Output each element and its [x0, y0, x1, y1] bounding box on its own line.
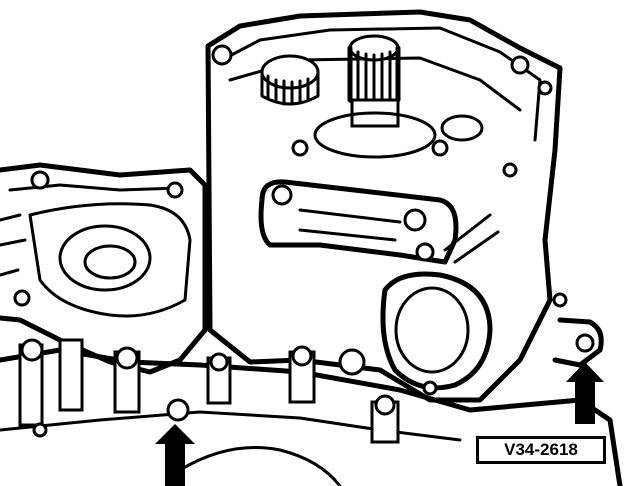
upper-housing [205, 9, 563, 403]
arrow-right [566, 362, 604, 424]
figure-code-label: V34-2618 [476, 436, 606, 464]
left-housing [0, 162, 208, 375]
right-lug [552, 317, 604, 368]
housing-base [0, 338, 623, 486]
bearing-boss [380, 271, 568, 396]
shaft-gears [260, 34, 484, 159]
selector-plate [258, 179, 500, 265]
arrow-left [155, 424, 195, 486]
